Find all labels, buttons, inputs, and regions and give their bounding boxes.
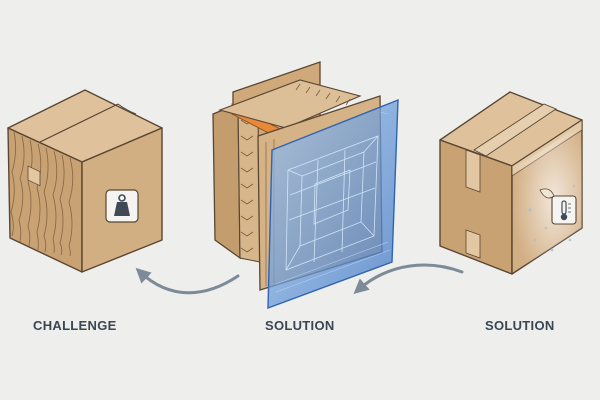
weight-icon <box>114 194 130 216</box>
caption-solution-center: SOLUTION <box>265 318 335 333</box>
arrow-to-left <box>135 267 240 295</box>
thermometer-badge <box>551 195 577 225</box>
sealed-box <box>439 91 583 275</box>
blueprint-panel <box>267 98 399 310</box>
caption-challenge: CHALLENGE <box>33 318 117 333</box>
thermometer-icon <box>560 200 571 221</box>
caption-solution-right: SOLUTION <box>485 318 555 333</box>
arrow-to-center <box>353 263 464 294</box>
moisture-mist <box>512 124 582 274</box>
crushed-box <box>7 89 163 273</box>
crushed-wrinkles <box>10 131 74 257</box>
